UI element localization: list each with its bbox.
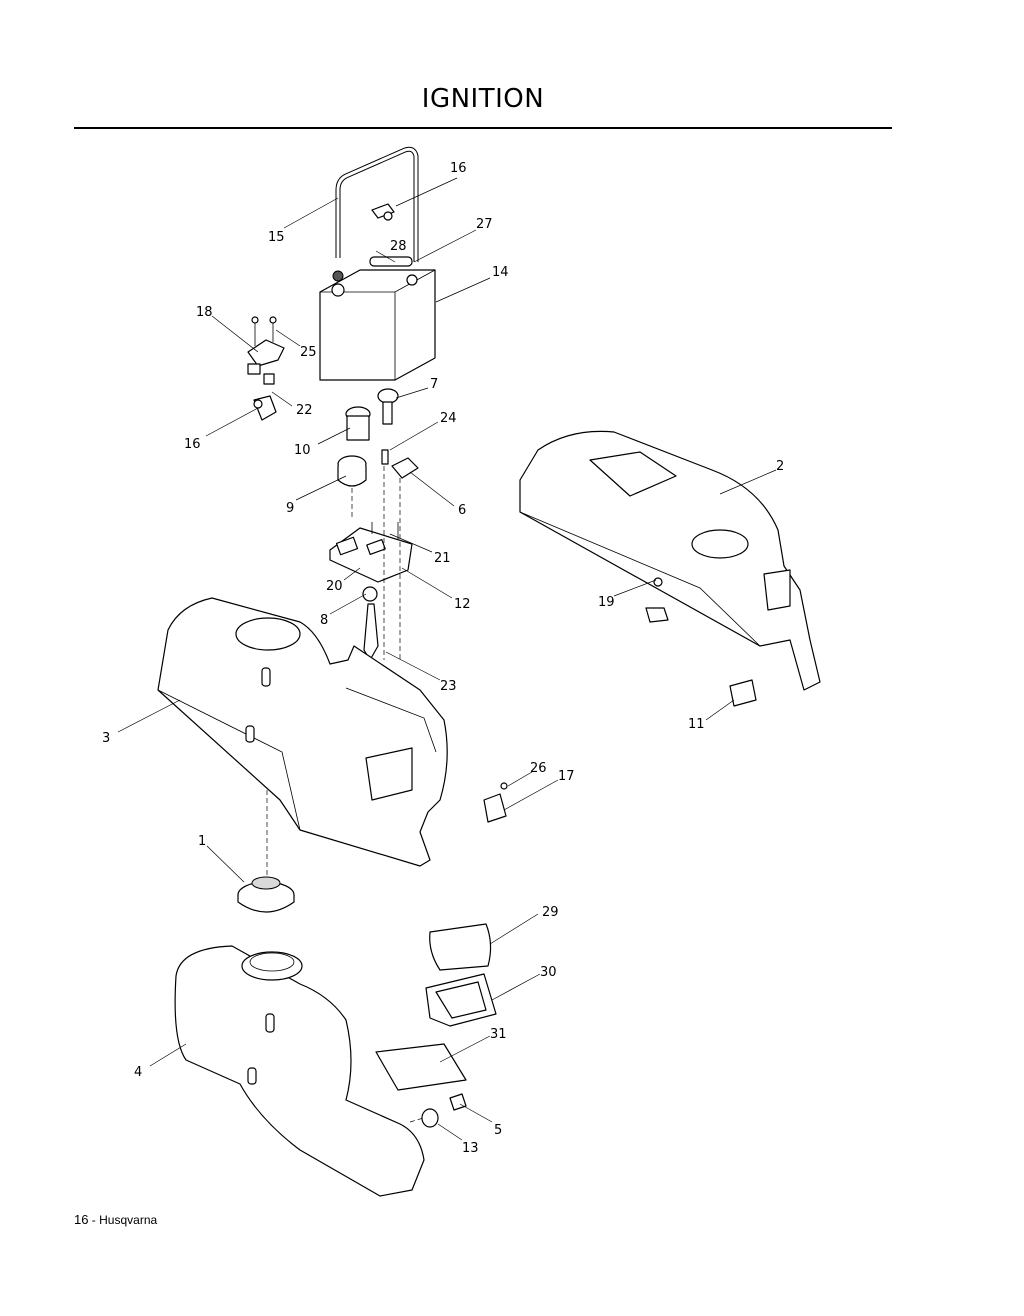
screw <box>381 449 389 465</box>
callout-13: 13 <box>462 1141 479 1156</box>
page-number: 16 <box>74 1212 89 1227</box>
battery-cable <box>335 146 419 262</box>
interlock-switch <box>483 782 508 823</box>
callout-19: 19 <box>598 595 615 610</box>
callout-labels: 1 2 3 4 5 6 7 8 9 10 11 12 13 14 15 16 1… <box>102 161 784 1156</box>
callout-17: 17 <box>558 769 575 784</box>
assembly-lines <box>266 466 431 1123</box>
callout-21: 21 <box>434 551 451 566</box>
left-fender <box>157 597 448 867</box>
page-title: IGNITION <box>421 84 545 114</box>
callout-4: 4 <box>134 1065 142 1080</box>
cable-end <box>371 203 395 221</box>
right-fender <box>519 430 821 691</box>
callout-7: 7 <box>430 377 438 392</box>
footer-separator: - <box>88 1213 100 1227</box>
title-rule <box>74 127 892 129</box>
callout-25: 25 <box>300 345 317 360</box>
battery-terminal <box>332 256 413 282</box>
callout-11: 11 <box>688 717 705 732</box>
callout-9: 9 <box>286 501 294 516</box>
callout-6: 6 <box>458 503 466 518</box>
leader-lines <box>117 177 777 1141</box>
seat-switch <box>729 679 757 707</box>
battery <box>319 269 436 381</box>
filter-cover <box>429 923 492 971</box>
switch-housing <box>337 455 367 487</box>
callout-3: 3 <box>102 731 110 746</box>
callout-8: 8 <box>320 613 328 628</box>
callout-24: 24 <box>440 411 457 426</box>
callout-12: 12 <box>454 597 471 612</box>
callout-15: 15 <box>268 230 285 245</box>
fuel-fittings <box>421 1093 467 1128</box>
callout-1: 1 <box>198 834 206 849</box>
gas-cap <box>237 876 295 913</box>
switch-bracket <box>391 457 419 479</box>
callout-27: 27 <box>476 217 493 232</box>
callout-10: 10 <box>294 443 311 458</box>
key <box>377 388 399 425</box>
callout-29: 29 <box>542 905 559 920</box>
page-footer: 16 - Husqvarna <box>74 1212 157 1227</box>
callout-23: 23 <box>440 679 457 694</box>
callout-31: 31 <box>490 1027 507 1042</box>
mounting-plate <box>329 522 413 583</box>
callout-22: 22 <box>296 403 313 418</box>
fuel-tank <box>174 945 425 1197</box>
relay-bracket <box>247 316 285 421</box>
filter-media <box>375 1043 467 1091</box>
filter-frame <box>425 973 497 1027</box>
callout-26: 26 <box>530 761 547 776</box>
callout-2: 2 <box>776 459 784 474</box>
callout-18: 18 <box>196 305 213 320</box>
callout-16a: 16 <box>450 161 467 176</box>
callout-14: 14 <box>492 265 509 280</box>
callout-28: 28 <box>390 239 407 254</box>
throttle-lever <box>362 586 379 661</box>
callout-16b: 16 <box>184 437 201 452</box>
ignition-switch <box>345 406 371 441</box>
callout-5: 5 <box>494 1123 502 1138</box>
callout-30: 30 <box>540 965 557 980</box>
footer-brand: Husqvarna <box>99 1213 158 1227</box>
callout-20: 20 <box>326 579 343 594</box>
